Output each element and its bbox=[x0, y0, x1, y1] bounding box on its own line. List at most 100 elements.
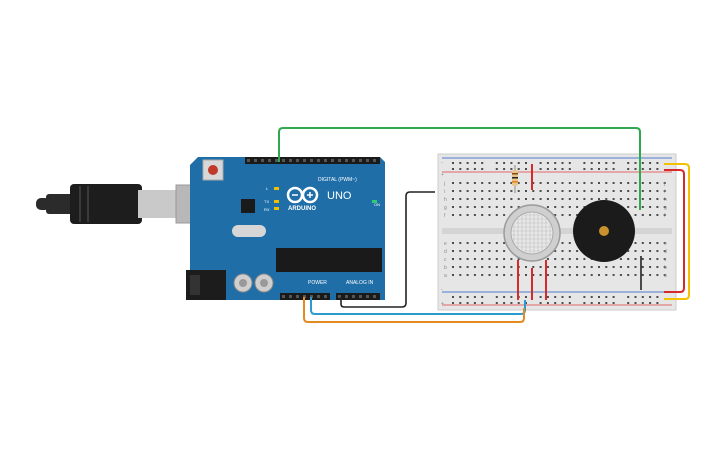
breadboard-hole bbox=[546, 198, 549, 200]
breadboard-hole bbox=[452, 258, 454, 260]
breadboard-hole bbox=[656, 214, 659, 216]
row-label: a bbox=[664, 273, 667, 279]
breadboard-hole bbox=[590, 190, 593, 192]
wires bbox=[278, 127, 690, 323]
breadboard-hole bbox=[619, 198, 622, 200]
breadboard-hole bbox=[459, 250, 462, 252]
header-pin-hole bbox=[331, 159, 334, 162]
header-pin-hole bbox=[289, 295, 292, 298]
breadboard-hole bbox=[649, 242, 652, 244]
rail-hole bbox=[583, 168, 586, 170]
wire-red-rail bbox=[664, 169, 685, 293]
crystal bbox=[232, 225, 266, 237]
rail-hole bbox=[627, 296, 630, 298]
rail-hole bbox=[649, 296, 652, 298]
breadboard-hole bbox=[663, 258, 666, 260]
rail-hole bbox=[612, 168, 615, 170]
breadboard-hole bbox=[473, 250, 476, 252]
rail-hole bbox=[612, 296, 615, 298]
rail-hole bbox=[452, 168, 454, 170]
rail-hole bbox=[598, 162, 600, 164]
breadboard-hole bbox=[561, 274, 564, 276]
breadboard-hole bbox=[503, 182, 506, 184]
row-label: j bbox=[663, 181, 665, 187]
breadboard-hole bbox=[627, 190, 630, 192]
breadboard-hole bbox=[503, 242, 506, 244]
rail-hole bbox=[590, 302, 593, 304]
breadboard-hole bbox=[568, 250, 571, 252]
breadboard-hole bbox=[466, 214, 469, 216]
breadboard-hole bbox=[641, 182, 644, 184]
breadboard-hole bbox=[649, 266, 652, 268]
breadboard-hole bbox=[568, 206, 571, 208]
rail-hole bbox=[495, 302, 498, 304]
breadboard-hole bbox=[656, 198, 659, 200]
breadboard-hole bbox=[598, 266, 600, 268]
breadboard-hole bbox=[532, 190, 535, 192]
rail-hole bbox=[649, 302, 652, 304]
breadboard-hole bbox=[532, 274, 535, 276]
breadboard-hole bbox=[539, 266, 542, 268]
breadboard-hole bbox=[576, 206, 579, 208]
rail-hole bbox=[510, 302, 513, 304]
rail-hole bbox=[561, 162, 564, 164]
breadboard-hole bbox=[634, 214, 637, 216]
breadboard-hole bbox=[459, 214, 462, 216]
breadboard-hole bbox=[656, 266, 659, 268]
breadboard-hole bbox=[466, 198, 469, 200]
breadboard-hole bbox=[459, 274, 462, 276]
breadboard-hole bbox=[473, 214, 476, 216]
rail-hole bbox=[605, 296, 608, 298]
breadboard-hole bbox=[605, 266, 608, 268]
breadboard-hole bbox=[481, 206, 484, 208]
breadboard-hole bbox=[466, 242, 469, 244]
breadboard-hole bbox=[619, 182, 622, 184]
breadboard-hole bbox=[561, 190, 564, 192]
breadboard-hole bbox=[641, 198, 644, 200]
brand-label: ARDUINO bbox=[288, 206, 316, 212]
rail-hole bbox=[452, 296, 454, 298]
rail-hole bbox=[561, 302, 564, 304]
row-label: i bbox=[664, 189, 665, 195]
rail-hole bbox=[481, 162, 484, 164]
header-pin-hole bbox=[359, 295, 362, 298]
breadboard-hole bbox=[481, 274, 484, 276]
breadboard-hole bbox=[510, 258, 513, 260]
rail-hole bbox=[656, 168, 659, 170]
breadboard-hole bbox=[466, 274, 469, 276]
rail-hole bbox=[539, 162, 542, 164]
rail-hole bbox=[649, 168, 652, 170]
breadboard-hole bbox=[627, 258, 630, 260]
rail-hole bbox=[517, 168, 520, 170]
rail-hole bbox=[605, 168, 608, 170]
breadboard-hole bbox=[568, 274, 571, 276]
header-pin-hole bbox=[254, 159, 257, 162]
atmega-chip bbox=[276, 248, 382, 272]
breadboard-hole bbox=[481, 242, 484, 244]
rail-hole bbox=[495, 162, 498, 164]
header-pin-hole bbox=[282, 295, 285, 298]
breadboard-hole bbox=[663, 242, 666, 244]
rail-hole bbox=[627, 162, 630, 164]
row-label: j bbox=[443, 181, 445, 187]
breadboard-hole bbox=[488, 266, 491, 268]
breadboard-hole bbox=[605, 190, 608, 192]
breadboard-hole bbox=[649, 198, 652, 200]
breadboard-hole bbox=[554, 190, 557, 192]
analog-header-label: ANALOG IN bbox=[346, 280, 374, 286]
piezo-buzzer bbox=[573, 200, 635, 262]
breadboard-hole bbox=[532, 266, 535, 268]
breadboard-hole bbox=[459, 190, 462, 192]
breadboard-hole bbox=[561, 250, 564, 252]
rail-hole bbox=[473, 296, 476, 298]
breadboard-hole bbox=[452, 190, 454, 192]
breadboard-hole bbox=[598, 190, 600, 192]
breadboard-hole bbox=[598, 182, 600, 184]
breadboard-hole bbox=[590, 274, 593, 276]
rail-minus-bottom: - bbox=[441, 287, 443, 293]
breadboard-hole bbox=[649, 258, 652, 260]
breadboard-hole bbox=[561, 266, 564, 268]
rail-hole bbox=[539, 302, 542, 304]
rail-hole bbox=[459, 162, 462, 164]
